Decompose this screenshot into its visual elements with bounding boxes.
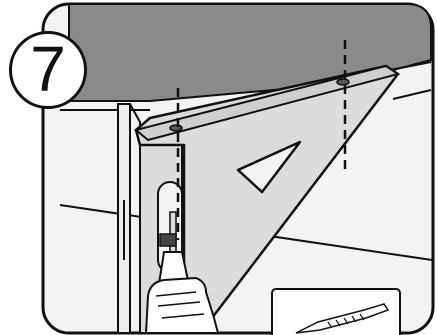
step-number: 7 (30, 37, 66, 101)
screw-detail-inset (272, 289, 400, 335)
screw-hole-left (170, 125, 182, 131)
screw-icon (160, 234, 176, 246)
screw-hole-right (337, 79, 349, 85)
step-number-badge: 7 (9, 31, 87, 109)
